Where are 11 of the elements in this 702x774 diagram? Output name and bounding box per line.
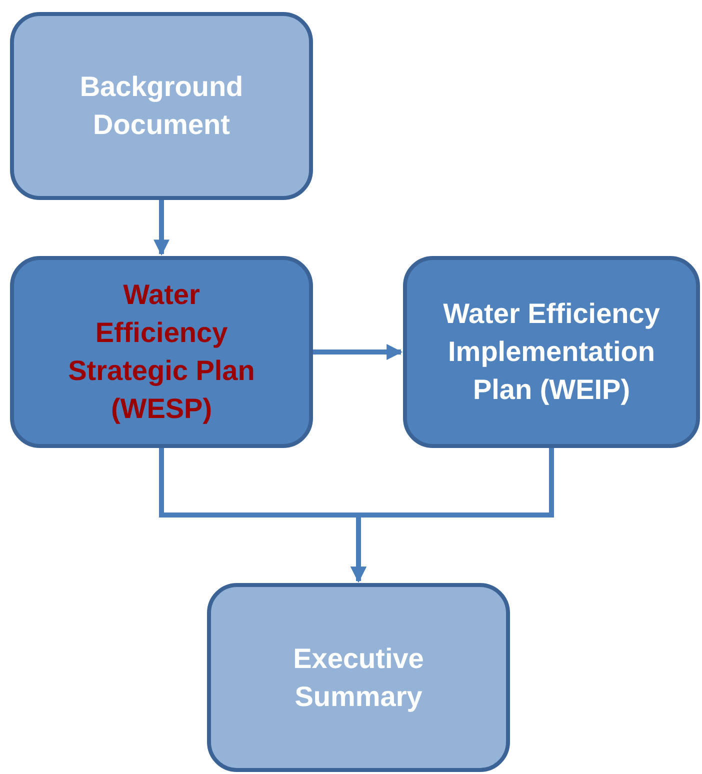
process-box <box>10 256 313 448</box>
box-label: Water Efficiency Implementation Plan (WEIP) <box>442 297 661 407</box>
box-label: Executive Summary <box>292 642 425 714</box>
process-box <box>10 12 313 200</box>
process-box <box>403 256 700 448</box>
arrow <box>154 200 170 256</box>
box-label: Water Efficiency Strategic Plan (WESP) <box>67 278 256 426</box>
process-box <box>207 583 510 772</box>
arrow <box>313 344 403 360</box>
arrow <box>350 448 554 583</box>
box-label: Background Document <box>78 70 244 142</box>
